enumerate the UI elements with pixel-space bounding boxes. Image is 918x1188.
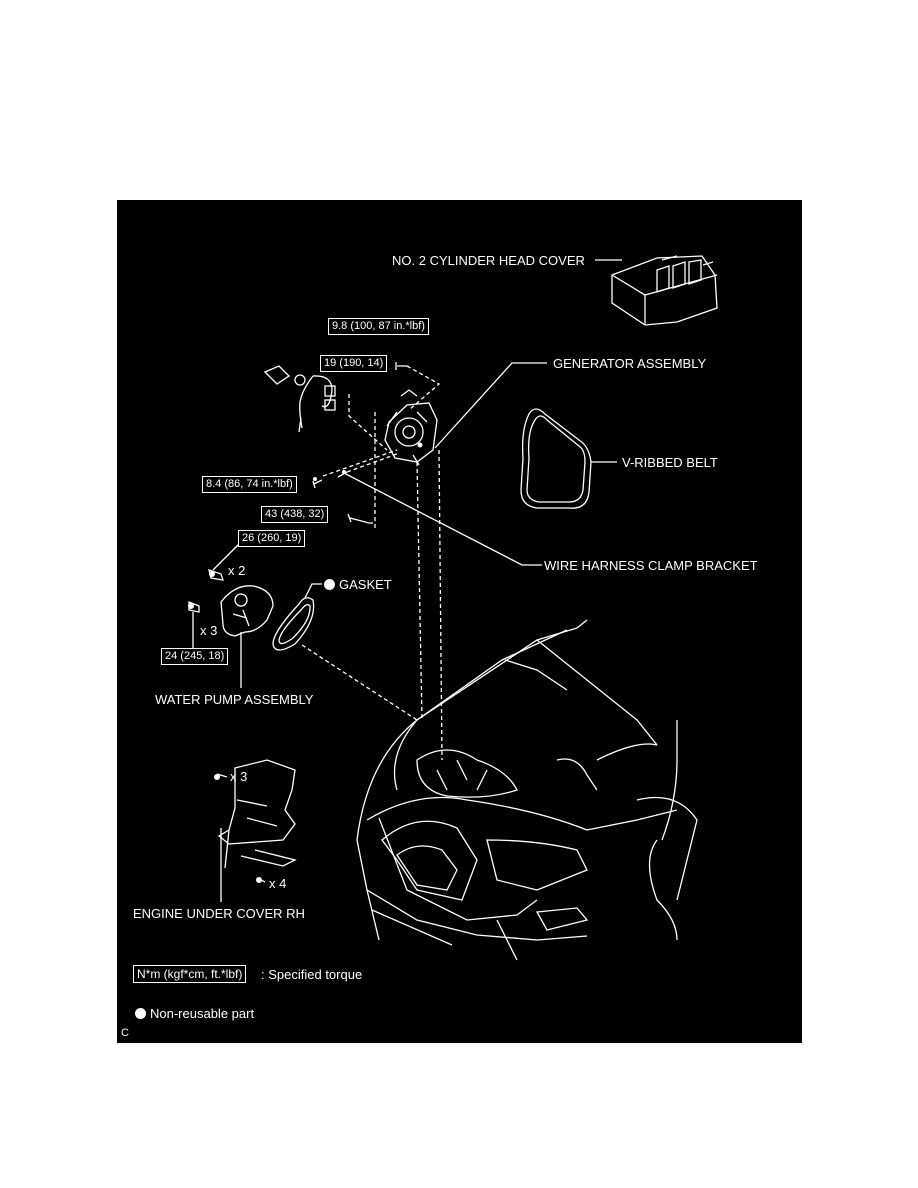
multiplier-cover-lower: x 4 xyxy=(269,876,287,891)
legend-nonreusable-text: Non-reusable part xyxy=(150,1006,255,1021)
multiplier-pump-upper: x 2 xyxy=(228,563,246,578)
wire-harness-drawing xyxy=(263,365,336,433)
multiplier-pump-lower: x 3 xyxy=(200,623,218,638)
exploded-parts-diagram: NO. 2 CYLINDER HEAD COVER GENERATOR ASSE… xyxy=(117,200,802,1043)
torque-26: 26 (260, 19) xyxy=(238,530,306,547)
legend-torque-unit: N*m (kgf*cm, ft.*lbf) xyxy=(133,965,247,983)
engine-under-cover-drawing xyxy=(217,759,297,869)
car-drawing xyxy=(356,619,698,961)
non-reusable-legend-dot-icon xyxy=(135,1008,146,1019)
non-reusable-dot-icon xyxy=(324,579,335,590)
torque-43: 43 (438, 32) xyxy=(261,506,329,523)
label-cylinder-head-cover: NO. 2 CYLINDER HEAD COVER xyxy=(392,253,585,268)
label-water-pump-assembly: WATER PUMP ASSEMBLY xyxy=(155,692,314,707)
gasket-drawing xyxy=(272,597,315,651)
v-ribbed-belt-drawing xyxy=(520,408,592,509)
label-generator-assembly: GENERATOR ASSEMBLY xyxy=(553,356,707,371)
torque-9-8: 9.8 (100, 87 in.*lbf) xyxy=(328,318,429,335)
label-wire-harness-clamp-bracket: WIRE HARNESS CLAMP BRACKET xyxy=(544,558,758,573)
torque-24: 24 (245, 18) xyxy=(161,648,229,665)
cylinder-head-cover-drawing xyxy=(611,255,718,326)
legend-torque-desc: : Specified torque xyxy=(261,967,363,982)
torque-19: 19 (190, 14) xyxy=(320,355,388,372)
torque-8-4: 8.4 (86, 74 in.*lbf) xyxy=(202,476,297,493)
generator-drawing xyxy=(384,389,438,466)
label-gasket: GASKET xyxy=(324,577,392,592)
legend-nonreusable: Non-reusable part xyxy=(135,1006,254,1021)
label-engine-under-cover-rh: ENGINE UNDER COVER RH xyxy=(133,906,305,921)
label-v-ribbed-belt: V-RIBBED BELT xyxy=(622,455,718,470)
gasket-text: GASKET xyxy=(339,577,392,592)
multiplier-cover-upper: x 3 xyxy=(230,769,248,784)
corner-code: C xyxy=(121,1027,129,1039)
diagram-linework xyxy=(188,255,718,961)
